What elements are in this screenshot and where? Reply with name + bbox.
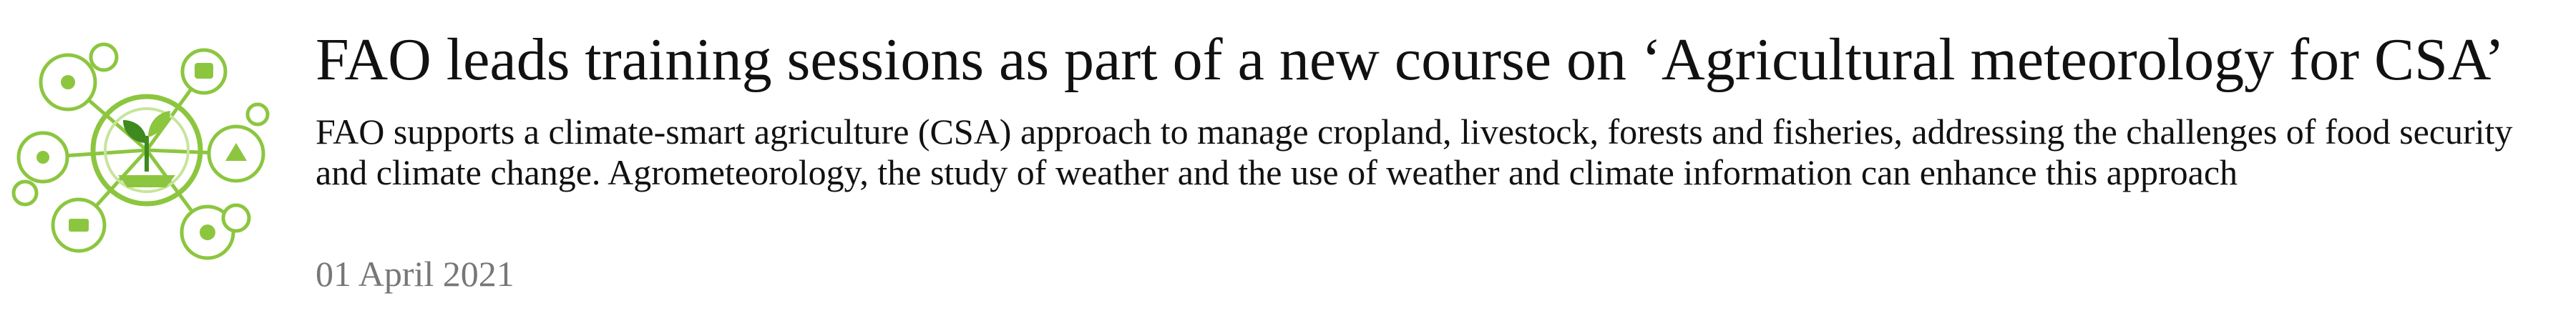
article-date: 01 April 2021: [316, 254, 514, 294]
climate-smart-agriculture-icon[interactable]: [0, 29, 286, 265]
article-title-link[interactable]: FAO leads training sessions as part of a…: [316, 26, 2505, 93]
article-summary: FAO supports a climate-smart agriculture…: [316, 112, 2513, 192]
